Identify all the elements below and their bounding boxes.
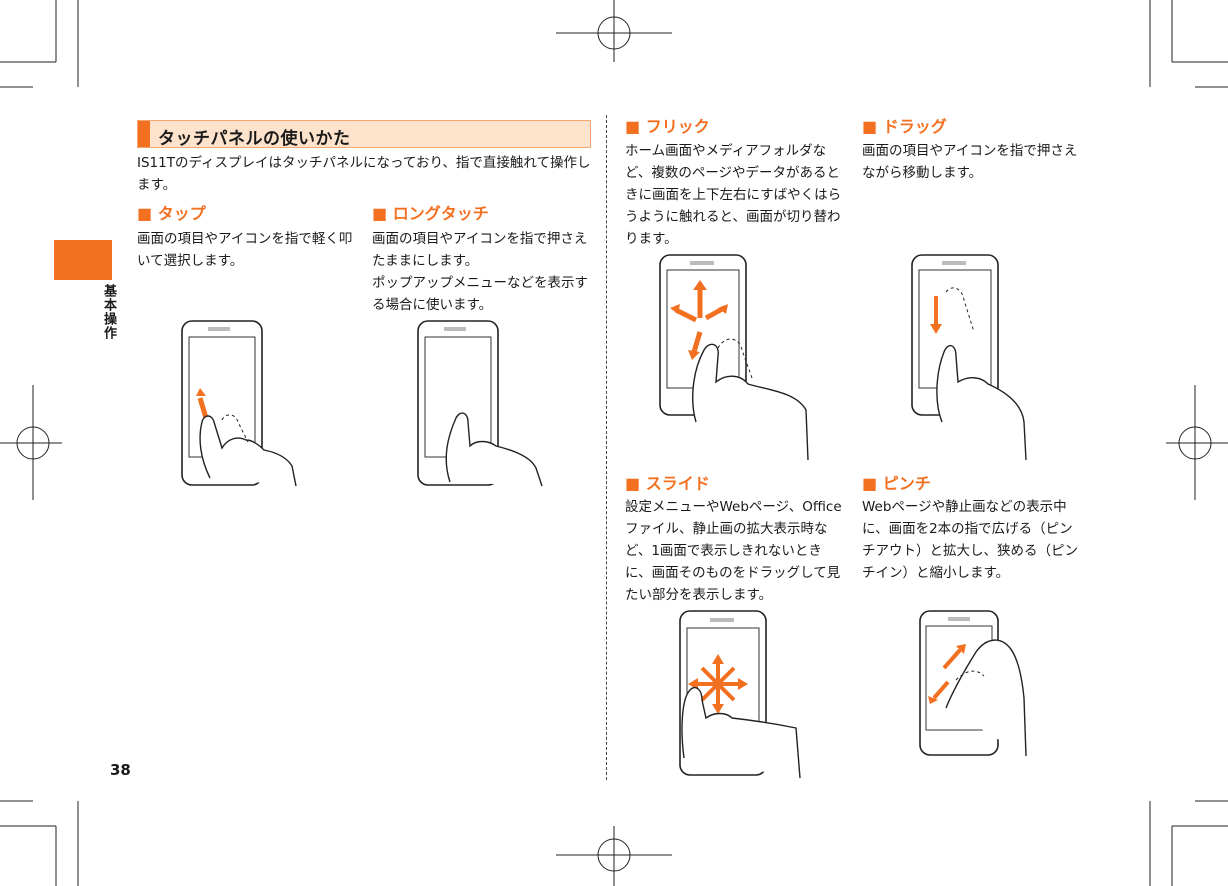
slide-body: 設定メニューやWebページ、Officeファイル、静止画の拡大表示時など、1画面… (625, 499, 842, 603)
page-number: 38 (110, 761, 131, 779)
drag-illustration (911, 254, 1027, 461)
page-title: タッチパネルの使いかた (158, 129, 351, 149)
section-title-bar: タッチパネルの使いかた (137, 120, 591, 149)
title-accent (138, 121, 150, 147)
long-touch-body: 画面の項目やアイコンを指で押さえたままにします。 (372, 231, 588, 269)
tap-body: 画面の項目やアイコンを指で軽く叩いて選択します。 (137, 231, 353, 269)
slide-heading: ■ スライド (625, 474, 710, 493)
drag-body: 画面の項目やアイコンを指で押さえながら移動します。 (862, 143, 1078, 181)
column-divider (606, 115, 607, 780)
slide-illustration (679, 610, 801, 779)
side-tab-label: 基本操作 (101, 284, 116, 340)
long-touch-illustration (417, 320, 543, 487)
side-tab-marker (54, 240, 112, 280)
long-touch-heading: ■ ロングタッチ (372, 204, 489, 223)
flick-body: ホーム画面やメディアフォルダなど、複数のページやデータがあるときに画面を上下左右… (625, 143, 842, 247)
intro-text: IS11Tのディスプレイはタッチパネルになっており、指で直接触れて操作します。 (137, 155, 591, 193)
pinch-body: Webページや静止画などの表示中に、画面を2本の指で広げる（ピンチアウト）と拡大… (862, 499, 1078, 581)
long-touch-body-2: ポップアップメニューなどを表示する場合に使います。 (372, 275, 588, 313)
flick-heading: ■ フリック (625, 117, 710, 136)
tap-illustration (181, 320, 297, 487)
flick-illustration (659, 254, 809, 461)
drag-heading: ■ ドラッグ (862, 117, 947, 136)
pinch-illustration (919, 610, 1027, 757)
tap-heading: ■ タップ (137, 204, 206, 223)
pinch-heading: ■ ピンチ (862, 474, 931, 493)
